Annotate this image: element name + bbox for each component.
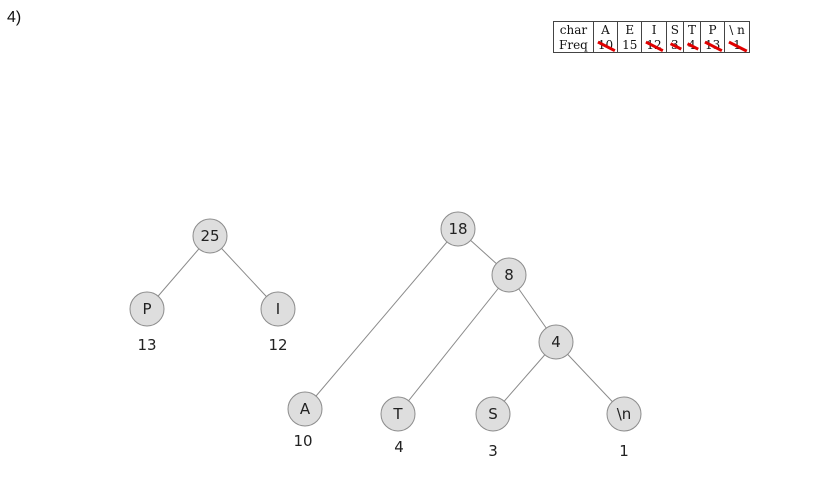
freq-row-label: Freq [553, 37, 594, 53]
node-label-a: A [300, 400, 311, 418]
node-label-i: I [276, 300, 280, 318]
tree-node-p: P 13 [129, 291, 165, 354]
tree-node-a: A 10 [287, 391, 323, 450]
char-cell-newline: \ n [724, 21, 750, 37]
tree-node-4: 4 [538, 324, 574, 360]
tree-node-s: S 3 [475, 396, 511, 460]
freq-cell-e: 15 [617, 37, 643, 53]
node-label-newline: \n [617, 405, 632, 423]
node-label-s: S [488, 405, 498, 423]
edge-18-a [304, 228, 459, 410]
node-label-8: 8 [504, 266, 514, 284]
node-weight-a: 10 [293, 432, 312, 450]
node-label-4: 4 [551, 333, 561, 351]
tree-node-newline: \n 1 [606, 396, 642, 460]
node-label-p: P [142, 300, 151, 318]
freq-cell-a: 10 [592, 37, 619, 53]
tree-node-25: 25 [192, 218, 228, 254]
freq-row: Freq 10 15 12 3 4 13 1 [553, 37, 750, 53]
tree-node-i: I 12 [260, 291, 296, 354]
node-weight-newline: 1 [619, 442, 629, 460]
node-label-t: T [392, 405, 403, 423]
node-weight-s: 3 [488, 442, 498, 460]
problem-number: 4) [7, 9, 22, 26]
char-cell-s: S [665, 21, 684, 37]
node-label-18: 18 [448, 220, 467, 238]
freq-cell-s: 3 [665, 37, 684, 53]
freq-cell-newline: 1 [724, 37, 750, 53]
char-cell-p: P [699, 21, 726, 37]
tree-node-18: 18 [440, 211, 476, 247]
node-weight-p: 13 [137, 336, 156, 354]
tree-node-8: 8 [491, 257, 527, 293]
node-weight-i: 12 [268, 336, 287, 354]
freq-cell-p: 13 [699, 37, 726, 53]
tree-node-t: T 4 [380, 396, 416, 456]
frequency-table: char A E I S T P \ n Freq 10 15 12 3 4 1… [553, 21, 750, 53]
freq-value-e: 15 [622, 38, 638, 52]
node-label-25: 25 [200, 227, 219, 245]
edge-8-t [397, 274, 510, 415]
node-weight-t: 4 [394, 438, 404, 456]
freq-cell-i: 12 [641, 37, 667, 53]
char-row: char A E I S T P \ n [553, 21, 750, 37]
